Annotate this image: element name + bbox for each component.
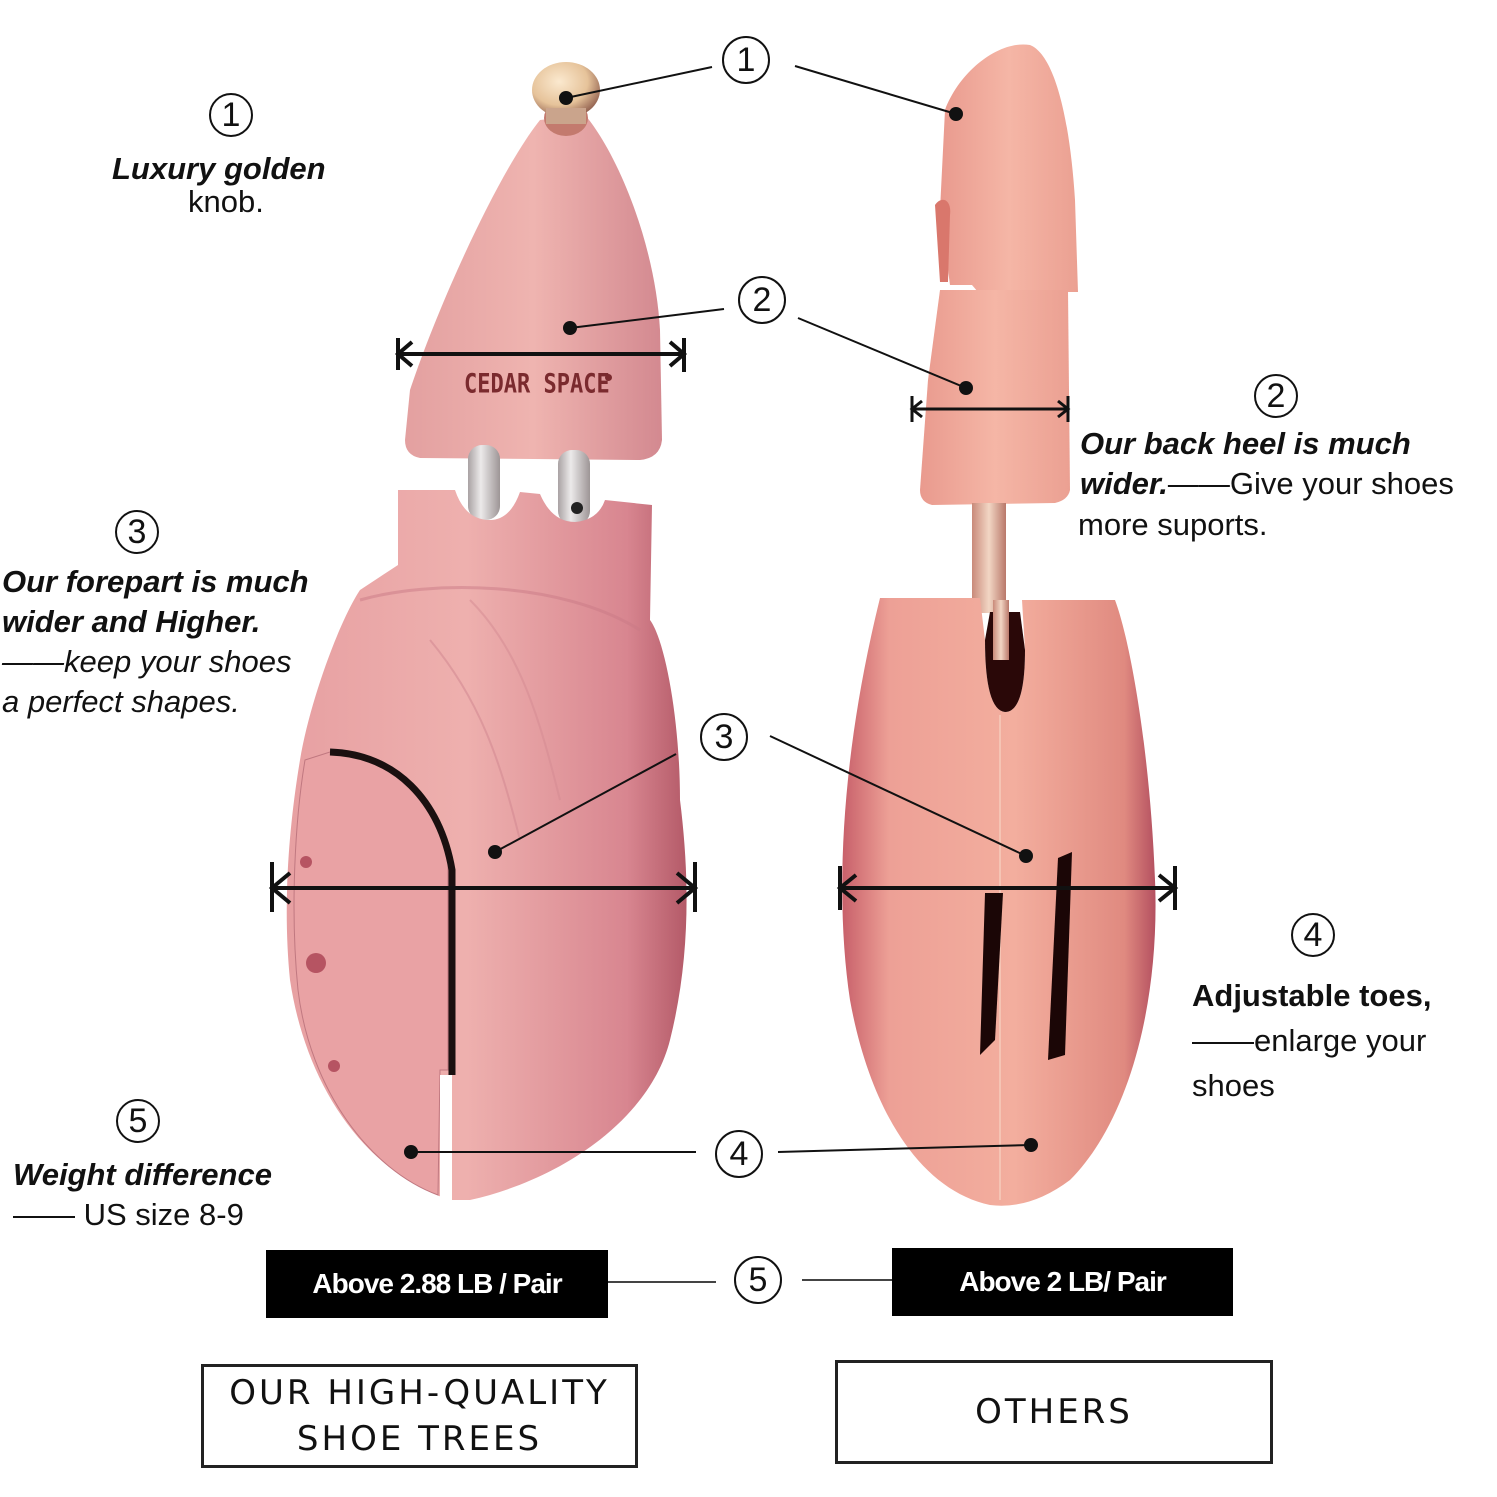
callout-3-title-line1: Our forepart is much xyxy=(2,564,309,599)
callout-4-number: 4 xyxy=(1291,913,1335,957)
weight-badge-others: Above 2 LB/ Pair xyxy=(892,1248,1233,1316)
callout-leaders xyxy=(404,65,1038,1283)
callout-3-number: 3 xyxy=(115,510,159,554)
callout-3-title-line2: wider and Higher. xyxy=(2,604,261,639)
callout-5-body: —— US size 8-9 xyxy=(13,1197,244,1232)
callout-1-title: Luxury golden xyxy=(112,151,326,186)
callout-2-body-inline: ——Give your shoes xyxy=(1167,466,1454,501)
weight-badge-ours: Above 2.88 LB / Pair xyxy=(266,1250,608,1318)
label-others-text: OTHERS xyxy=(975,1392,1133,1432)
marker-1: 1 xyxy=(722,36,770,84)
label-ours-line1: OUR HIGH-QUALITY xyxy=(229,1373,610,1413)
label-others: OTHERS xyxy=(835,1360,1273,1464)
callout-2-body-line2: more suports. xyxy=(1078,507,1268,542)
callout-2-title-line2: wider. xyxy=(1080,466,1168,501)
callout-4-title: Adjustable toes, xyxy=(1192,978,1432,1013)
others-shoe-tree xyxy=(842,44,1156,1206)
callout-3-body-line1: ——keep your shoes xyxy=(2,644,292,679)
callout-2-number: 2 xyxy=(1254,374,1298,418)
callout-1-number: 1 xyxy=(209,93,253,137)
marker-4: 4 xyxy=(715,1130,763,1178)
marker-3: 3 xyxy=(700,713,748,761)
label-ours-line2: SHOE TREES xyxy=(296,1419,543,1459)
brand-stamp: CEDAR SPACE xyxy=(464,369,610,400)
callout-3-body-line2: a perfect shapes. xyxy=(2,684,240,719)
callout-2-title-line1: Our back heel is much xyxy=(1080,426,1411,461)
callout-4-body-line1: ——enlarge your xyxy=(1192,1023,1427,1058)
marker-2: 2 xyxy=(738,276,786,324)
label-our-shoe-trees: OUR HIGH-QUALITY SHOE TREES xyxy=(201,1364,638,1468)
callout-5-title: Weight difference xyxy=(13,1157,272,1192)
registered-mark-icon xyxy=(605,374,612,381)
callout-5-number: 5 xyxy=(116,1099,160,1143)
callout-4-body-line2: shoes xyxy=(1192,1068,1275,1103)
marker-5: 5 xyxy=(734,1256,782,1304)
callout-1-body: knob. xyxy=(188,184,264,219)
our-shoe-tree xyxy=(286,62,687,1200)
callout-2-line2: wider.——Give your shoes xyxy=(1080,464,1454,504)
dimension-arrows xyxy=(268,338,1179,912)
